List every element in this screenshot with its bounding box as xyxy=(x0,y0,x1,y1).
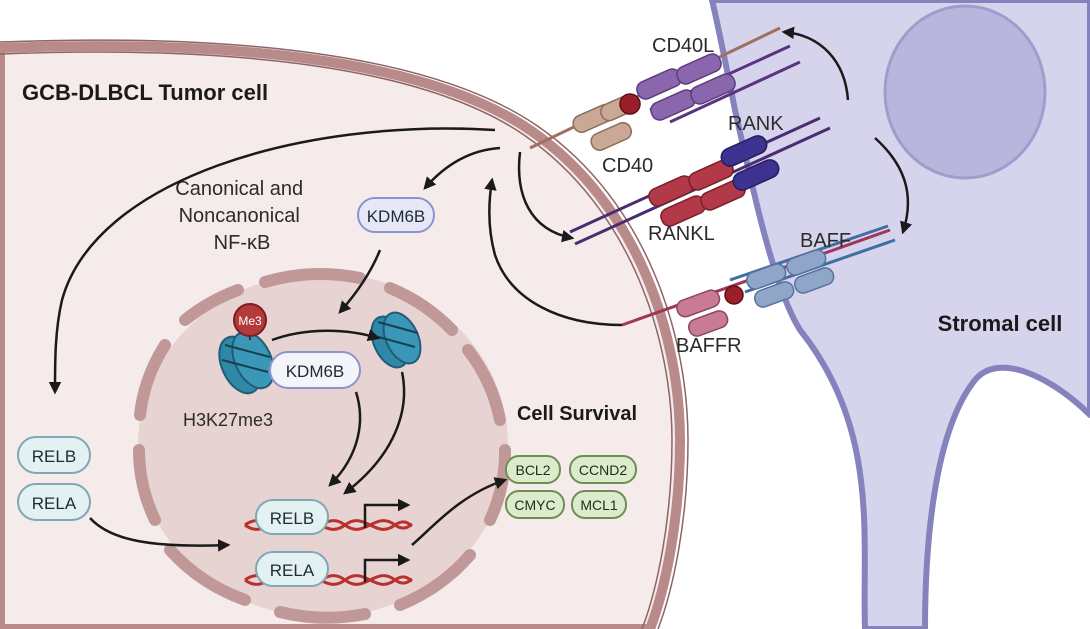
survival-gene-bcl2: BCL2 xyxy=(505,455,561,484)
arrow-stroma-to-cd40l xyxy=(781,26,850,101)
me3-mark xyxy=(233,303,267,337)
survival-gene-bcl2-label: BCL2 xyxy=(515,462,550,478)
nucleosome-methylated: Me3 xyxy=(218,303,275,395)
relb-cytoplasm: RELB xyxy=(17,436,91,474)
rankl-label: RANKL xyxy=(648,223,715,245)
arrow-to-relb xyxy=(48,127,496,395)
relb-nucleus: RELB xyxy=(255,499,329,535)
baffr-label: BAFFR xyxy=(676,335,742,357)
rela-nucleus: RELA xyxy=(255,551,329,587)
arrow-kdm6b-to-nucleosome xyxy=(338,249,382,314)
arrow-cd40-to-rank xyxy=(517,151,575,243)
rela-cytoplasm-label: RELA xyxy=(32,494,77,513)
cd40-label: CD40 xyxy=(602,155,653,177)
arrow-stroma-to-baff xyxy=(874,137,913,235)
survival-gene-mcl1: MCL1 xyxy=(571,490,627,519)
me3-label: Me3 xyxy=(238,314,262,328)
pathway-label-line2: Noncanonical xyxy=(179,205,300,227)
arrow-to-kdm6b xyxy=(423,146,501,190)
cd40l-label: CD40L xyxy=(652,35,714,57)
tumor-cell-membrane-outer xyxy=(0,39,689,629)
kdm6b-nucleus: KDM6B xyxy=(269,351,361,389)
arrow-nucleosome-to-relb-gene xyxy=(343,371,406,495)
nuclear-envelope xyxy=(133,268,512,624)
rela-cytoplasm: RELA xyxy=(17,483,91,521)
rank-label: RANK xyxy=(728,113,784,135)
survival-gene-cmyc-label: CMYC xyxy=(514,497,555,513)
baff-baffr-complex: BAFF BAFFR xyxy=(621,224,896,357)
arrows xyxy=(48,26,913,552)
stromal-cell-title: Stromal cell xyxy=(938,311,1063,336)
relb-cytoplasm-label: RELB xyxy=(32,447,76,466)
cell-survival-label: Cell Survival xyxy=(517,403,637,425)
tumor-cell-title: GCB-DLBCL Tumor cell xyxy=(22,80,268,105)
survival-gene-ccnd2-label: CCND2 xyxy=(579,462,627,478)
nucleosome-demethylated xyxy=(370,311,422,369)
arrow-rela-to-nucleus xyxy=(89,517,231,552)
tumor-cell-membrane-inner xyxy=(0,51,673,629)
cd40-cd40l-complex: CD40L CD40 xyxy=(529,26,801,177)
transcription-start-arrows xyxy=(363,498,411,582)
rank-rankl-complex: RANK RANKL xyxy=(569,113,831,246)
survival-gene-ccnd2: CCND2 xyxy=(569,455,637,484)
arrow-genes-to-survival xyxy=(411,477,508,546)
pathway-label: Canonical and Noncanonical NF-κB xyxy=(175,178,308,254)
pathway-label-line3: NF-κB xyxy=(214,232,271,254)
kdm6b-cytoplasm: KDM6B xyxy=(357,197,435,233)
kdm6b-nucleus-label: KDM6B xyxy=(286,362,345,381)
survival-gene-cmyc: CMYC xyxy=(505,490,565,519)
stromal-cell: Stromal cell xyxy=(709,0,1090,629)
arrow-demethylation xyxy=(271,329,381,342)
baff-label: BAFF xyxy=(800,230,851,252)
histone-mark-label: H3K27me3 xyxy=(183,410,273,430)
arrow-kdm6b-to-relb-gene xyxy=(328,391,362,487)
relb-nucleus-label: RELB xyxy=(270,509,314,528)
arrow-baffr-to-cytoplasm xyxy=(484,177,623,327)
stromal-nucleus xyxy=(883,4,1047,180)
pathway-label-line1: Canonical and xyxy=(175,178,303,200)
survival-gene-mcl1-label: MCL1 xyxy=(580,497,618,513)
rela-nucleus-label: RELA xyxy=(270,561,315,580)
kdm6b-cytoplasm-label: KDM6B xyxy=(367,207,426,226)
